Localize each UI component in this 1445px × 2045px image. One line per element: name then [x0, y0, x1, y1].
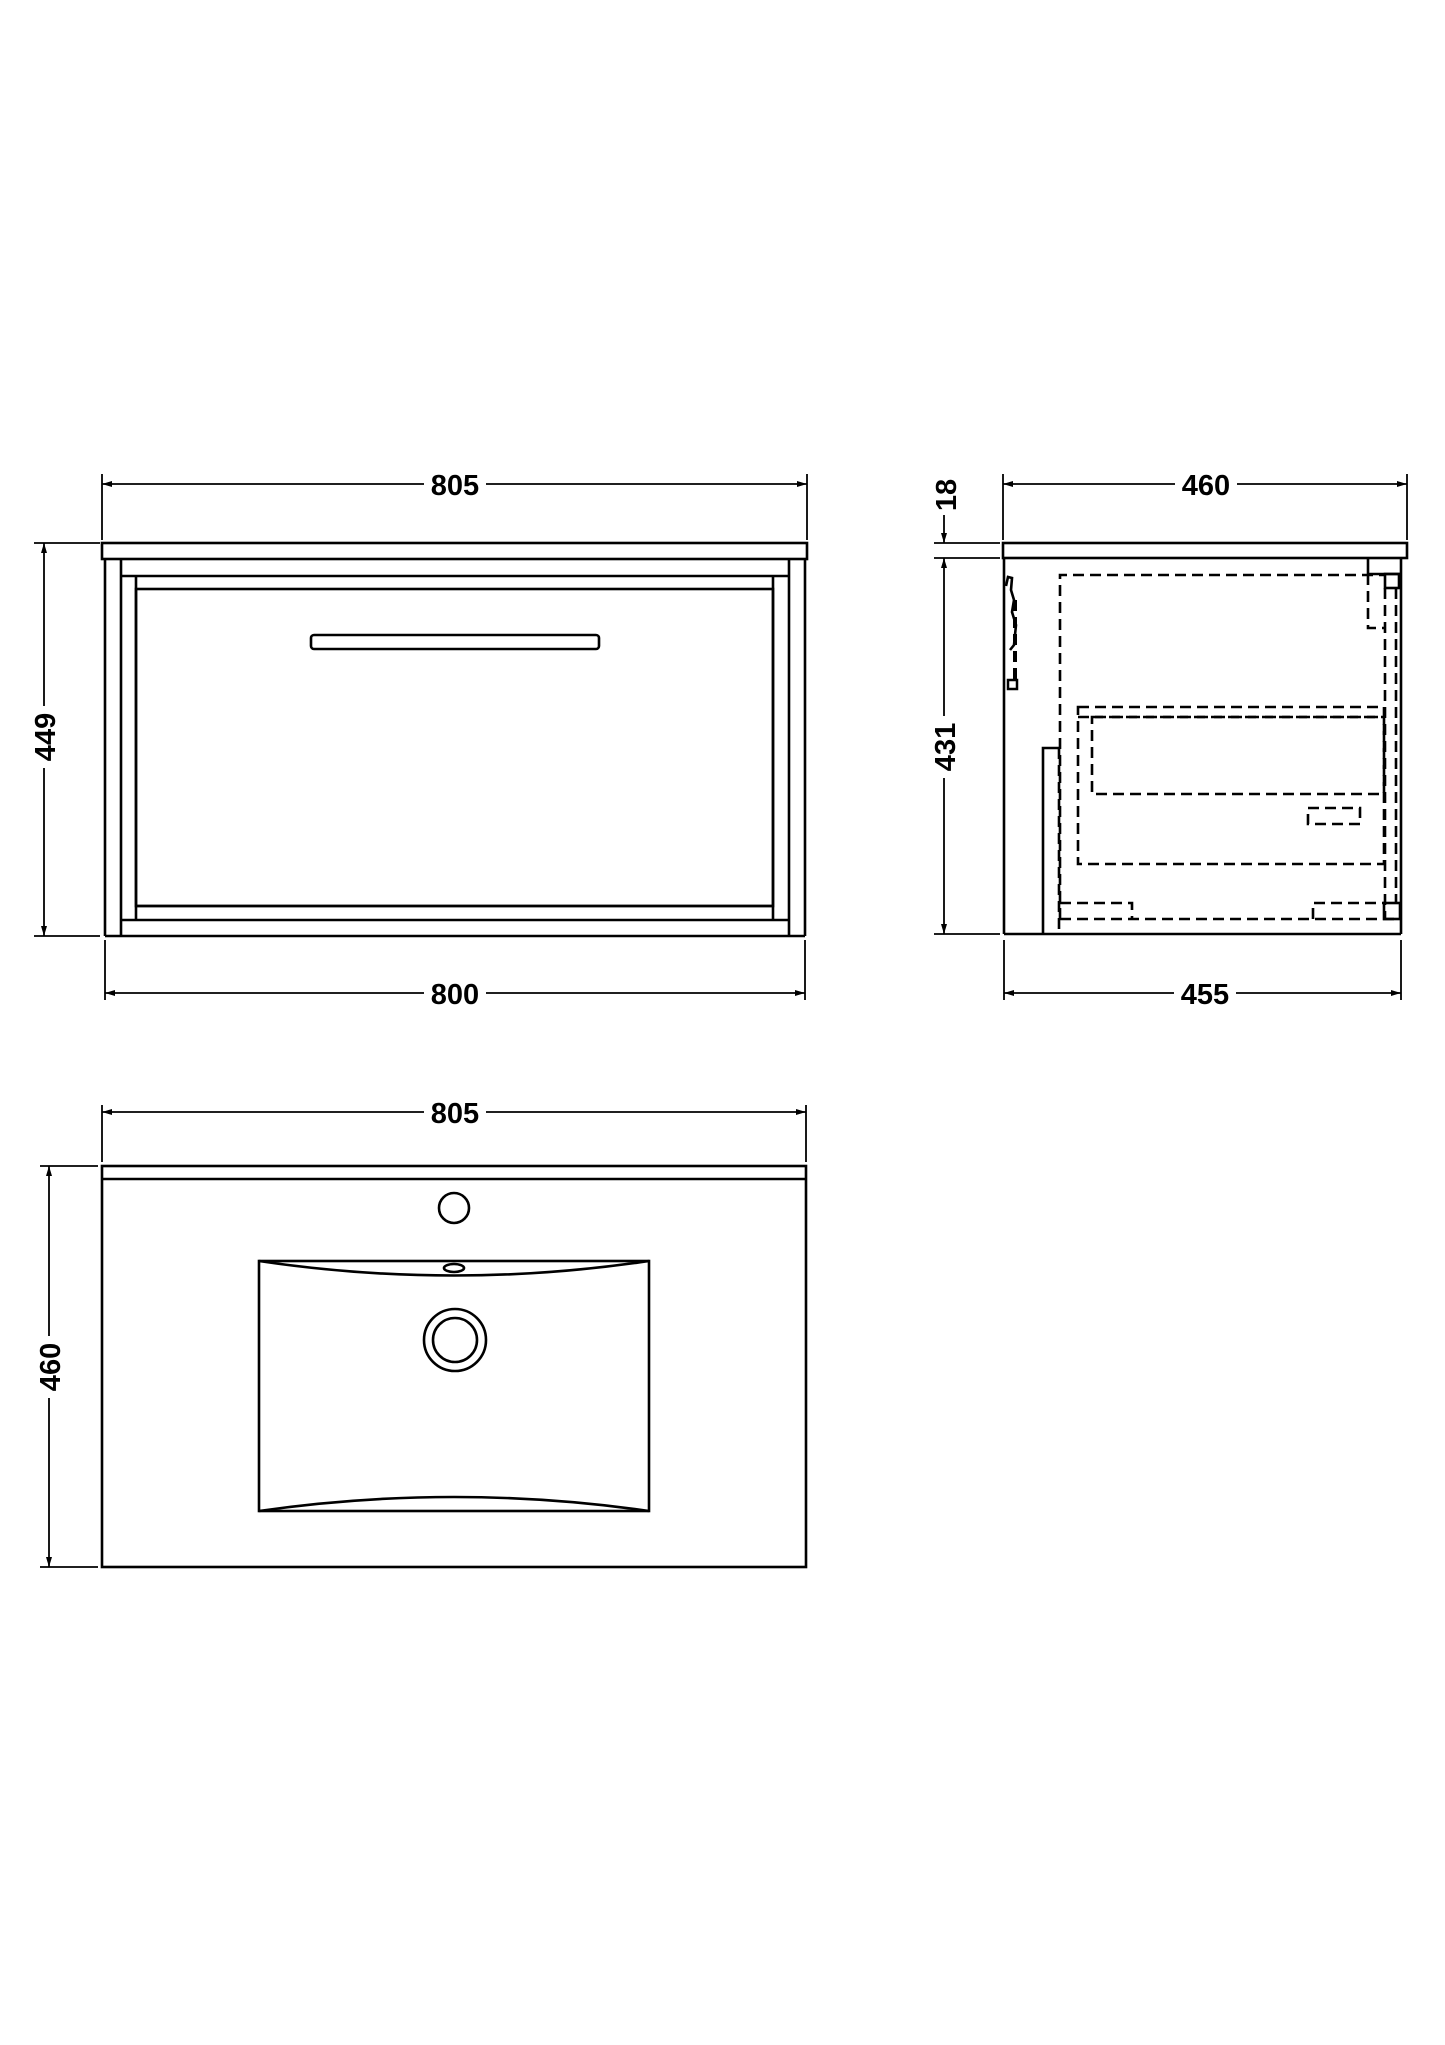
- front-top-width-dimension: 805: [101, 468, 808, 540]
- front-bottom-width-label: 800: [431, 979, 479, 1011]
- side-bottom-depth-dimension: 455: [1003, 940, 1402, 1011]
- drawer-handle: [309, 633, 601, 651]
- drawer-front: [134, 587, 775, 908]
- front-elevation: 805 449: [28, 468, 809, 1011]
- side-top-depth-dimension: 460: [1002, 468, 1408, 540]
- side-height-dimension: 431: [928, 558, 1000, 935]
- front-bottom-width-dimension: 800: [104, 940, 806, 1011]
- front-worktop: [100, 541, 809, 561]
- side-worktop-thickness-dimension: 18: [931, 479, 1000, 559]
- side-handle-outline: [1306, 806, 1362, 826]
- plan-width-label: 805: [431, 1098, 479, 1130]
- front-height-dimension: 449: [28, 542, 100, 937]
- front-height-label: 449: [30, 713, 62, 761]
- side-bottom-depth-label: 455: [1181, 979, 1229, 1011]
- side-drawer-outline: [1076, 705, 1386, 866]
- drain-outer: [422, 1307, 488, 1373]
- basin-bowl: [257, 1259, 651, 1513]
- side-top-depth-label: 460: [1182, 470, 1230, 502]
- plan-width-dimension: 805: [101, 1096, 807, 1162]
- plan-depth-label: 460: [35, 1343, 67, 1391]
- plan-view: 805 460: [33, 1096, 808, 1569]
- side-worktop: [1001, 541, 1409, 560]
- overflow: [442, 1262, 466, 1274]
- side-height-label: 431: [930, 723, 962, 771]
- hinge-detail: [1004, 575, 1019, 691]
- side-elevation: 460: [928, 468, 1409, 1011]
- plan-depth-dimension: 460: [33, 1165, 98, 1568]
- tap-hole: [437, 1191, 471, 1225]
- basin-top-outline: [100, 1164, 808, 1569]
- front-top-width-label: 805: [431, 470, 479, 502]
- drain-inner: [431, 1316, 479, 1364]
- side-worktop-thickness-label: 18: [931, 479, 963, 511]
